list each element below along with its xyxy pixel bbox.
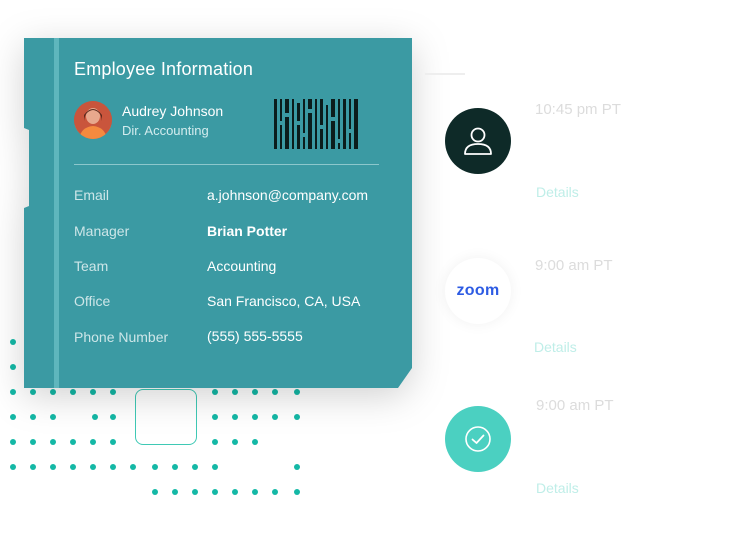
employee-name: Audrey Johnson [122,103,224,119]
manager-label: Manager [74,223,130,239]
office-value: San Francisco, CA, USA [207,293,361,309]
details-link-2[interactable]: Details [534,339,577,355]
user-icon [464,127,492,155]
phone-label: Phone Number [74,329,169,345]
zoom-logo-circle: zoom [445,258,511,324]
office-label: Office [74,293,111,309]
placeholder-square [135,389,197,445]
email-value[interactable]: a.johnson@company.com [207,187,369,203]
details-link-1[interactable]: Details [536,184,579,200]
employee-card-body: Employee Information Audrey Johnson Dir.… [24,38,412,388]
zoom-logo: zoom [456,282,500,299]
check-icon [465,426,491,452]
check-icon-circle [445,406,511,472]
card-title: Employee Information [74,59,254,79]
employee-card: Employee Information Audrey Johnson Dir.… [24,38,412,388]
avatar-photo-icon [74,101,112,139]
card-divider [74,164,379,165]
team-label: Team [74,258,109,274]
connector-line [425,73,465,75]
employee-role: Dir. Accounting [122,123,209,138]
timeline-time-1: 10:45 pm PT [535,101,621,118]
manager-value: Brian Potter [207,223,288,239]
user-icon-circle [445,108,511,174]
card-stripe [54,38,59,388]
timeline-time-3: 9:00 am PT [536,397,614,414]
team-value: Accounting [207,258,277,274]
phone-value[interactable]: (555) 555-5555 [207,328,303,344]
timeline-time-2: 9:00 am PT [535,257,613,274]
email-label: Email [74,187,110,203]
barcode-icon [274,99,358,149]
dot-pattern [10,339,300,495]
details-link-3[interactable]: Details [536,480,579,496]
avatar [74,101,112,139]
